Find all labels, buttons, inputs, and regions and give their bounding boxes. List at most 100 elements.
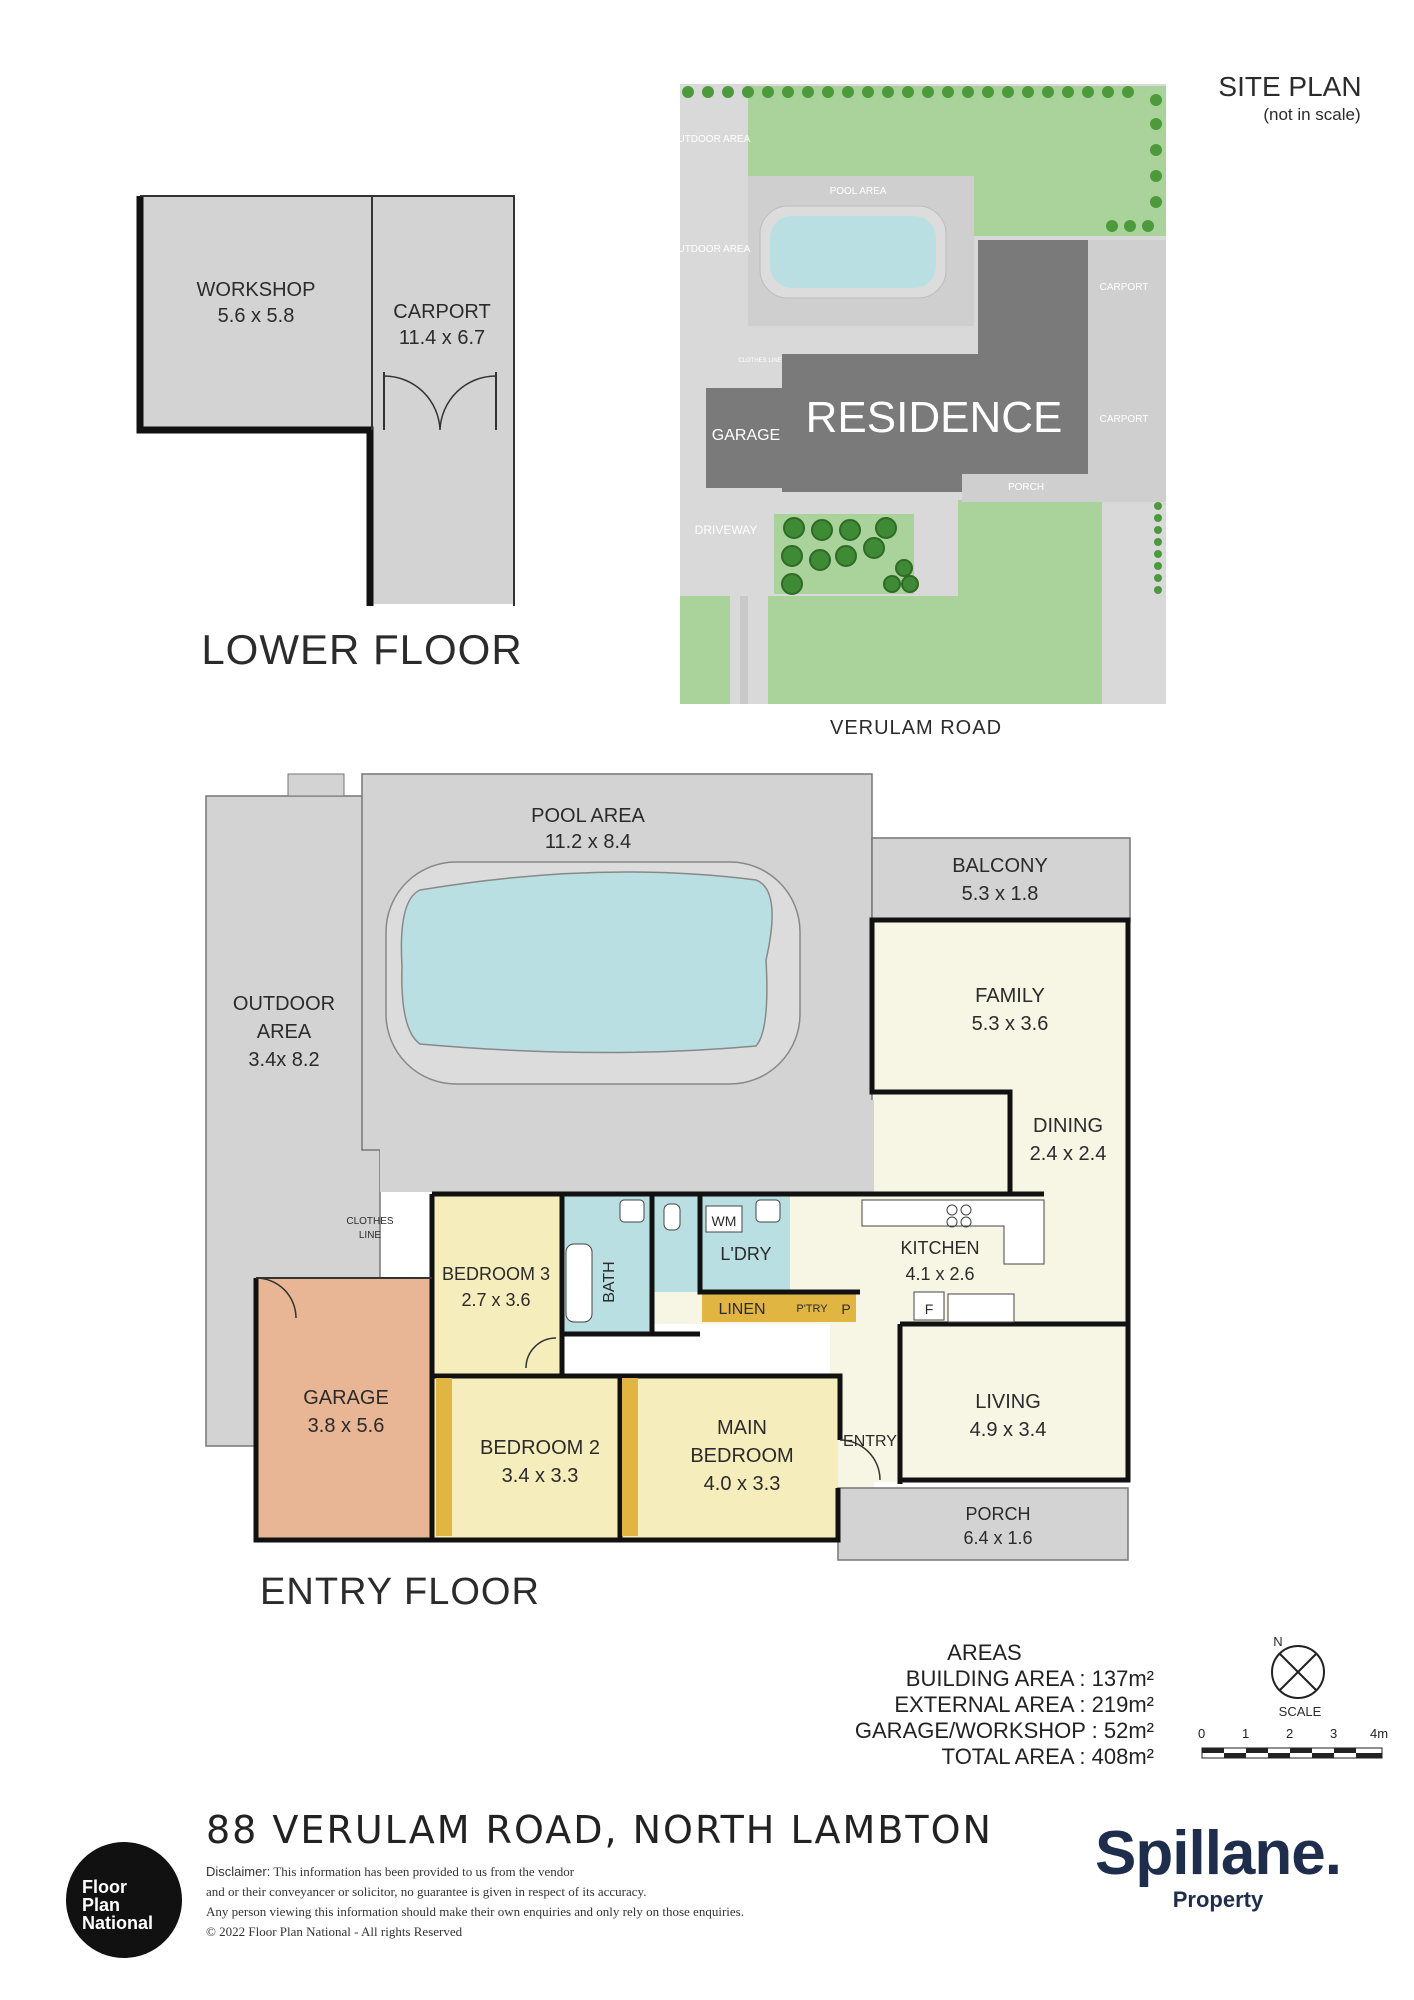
pantry-label: P'TRY xyxy=(796,1303,828,1315)
outdoor-steps xyxy=(287,773,345,797)
main-bedroom-name-1: MAIN xyxy=(717,1417,767,1439)
property-address: 88 VERULAM ROAD, NORTH LAMBTON xyxy=(206,1808,993,1852)
site-porch xyxy=(962,474,1088,502)
bedroom-3-door-swing xyxy=(525,1337,557,1369)
scale-tick-0: 0 xyxy=(1198,1726,1206,1741)
site-carport xyxy=(1088,240,1166,502)
kitchen-name: KITCHEN xyxy=(900,1238,979,1258)
site-lawn-left xyxy=(680,596,730,704)
p-cupboard xyxy=(836,1292,856,1322)
site-label-outdoor-area-2: OUTDOOR AREA xyxy=(670,244,751,255)
linen-label: LINEN xyxy=(718,1301,765,1318)
site-label-carport-1: CARPORT xyxy=(1100,282,1149,293)
bedroom-3-size: 2.7 x 3.6 xyxy=(461,1290,530,1310)
copyright-line: © 2022 Floor Plan National - All rights … xyxy=(206,1924,463,1939)
porch-room xyxy=(837,1487,1129,1561)
site-residence-roof-wing xyxy=(978,240,1090,380)
site-plan: OUTDOOR AREA POOL AREA OUTDOOR AREA CLOT… xyxy=(670,71,1362,739)
p-label: P xyxy=(841,1301,850,1317)
site-garden-bed xyxy=(774,514,919,595)
site-label-outdoor-area-1: OUTDOOR AREA xyxy=(670,134,751,145)
laundry-tub-fixture xyxy=(755,1199,781,1223)
clothes-line-label-2: LINE xyxy=(359,1230,382,1241)
entry-door-swing xyxy=(839,1439,881,1481)
porch-name: PORCH xyxy=(965,1504,1030,1524)
north-arrow-icon xyxy=(1271,1645,1325,1699)
workshop-room xyxy=(138,196,370,428)
outdoor-area-name-2: AREA xyxy=(257,1021,312,1043)
spillane-property-logo: Spillane. Property xyxy=(1068,1818,1368,1913)
kitchen-bench-back xyxy=(861,1199,1045,1265)
site-label-carport-2: CARPORT xyxy=(1100,414,1149,425)
dining-size: 2.4 x 2.4 xyxy=(1030,1143,1107,1165)
scale-tick-4m: 4m xyxy=(1370,1726,1389,1741)
areas-summary: AREAS BUILDING AREA : 137m² EXTERNAL ARE… xyxy=(855,1640,1154,1770)
main-bedroom-size: 4.0 x 3.3 xyxy=(704,1473,781,1495)
entry-label: ENTRY xyxy=(843,1433,897,1450)
site-plan-subtitle: (not in scale) xyxy=(1263,105,1360,124)
garage-size: 3.8 x 5.6 xyxy=(308,1415,385,1437)
bedroom-2-room xyxy=(434,1378,620,1538)
laundry-label: L'DRY xyxy=(720,1244,771,1264)
site-lawn-mid xyxy=(768,596,958,704)
lower-floor-plan: WORKSHOP 5.6 x 5.8 CARPORT 11.4 x 6.7 LO… xyxy=(136,195,522,673)
scale-tick-3: 3 xyxy=(1330,1726,1338,1741)
disclaimer-line-2: and or their conveyancer or solicitor, n… xyxy=(206,1884,647,1899)
disclaimer-line-3: Any person viewing this information shou… xyxy=(206,1904,744,1919)
north-and-scale: N SCALE xyxy=(1201,1634,1383,1759)
total-area: TOTAL AREA : 408m² xyxy=(941,1744,1154,1769)
main-bedroom-name-2: BEDROOM xyxy=(690,1445,793,1467)
site-label-residence: RESIDENCE xyxy=(806,393,1063,442)
logo-line-1: Floor xyxy=(82,1877,127,1897)
family-name: FAMILY xyxy=(975,985,1045,1007)
outdoor-area-size: 3.4x 8.2 xyxy=(248,1049,319,1071)
site-road-label: VERULAM ROAD xyxy=(830,717,1002,739)
disclaimer-label: Disclaimer: xyxy=(206,1864,271,1879)
floor-plan-national-logo: Floor Plan National xyxy=(66,1842,182,1958)
carport-gate-swing xyxy=(383,375,497,431)
balcony-size: 5.3 x 1.8 xyxy=(962,883,1039,905)
logo-line-2: Plan xyxy=(82,1895,121,1915)
bedroom-3-name: BEDROOM 3 xyxy=(442,1264,550,1284)
bath-label: BATH xyxy=(601,1261,618,1302)
entry-floor-title: ENTRY FLOOR xyxy=(260,1571,540,1613)
workshop-size: 5.6 x 5.8 xyxy=(218,305,295,327)
site-hedge-right xyxy=(1154,502,1162,594)
bedroom-2-robe xyxy=(436,1378,452,1536)
living-name: LIVING xyxy=(975,1391,1041,1413)
main-bedroom-robe xyxy=(622,1378,638,1536)
dining-name: DINING xyxy=(1033,1115,1103,1137)
bathtub-fixture xyxy=(565,1243,593,1323)
outdoor-area-name-1: OUTDOOR xyxy=(233,993,335,1015)
living-size: 4.9 x 3.4 xyxy=(970,1419,1047,1441)
lower-floor-outline xyxy=(140,195,515,606)
site-label-porch: PORCH xyxy=(1008,482,1044,493)
scale-tick-2: 2 xyxy=(1286,1726,1294,1741)
garage-walls xyxy=(253,1278,432,1543)
garage-name: GARAGE xyxy=(303,1387,389,1409)
site-hedge-top xyxy=(682,86,1162,232)
bedroom-3-room xyxy=(434,1196,562,1374)
site-lawn-front xyxy=(958,500,1102,704)
pantry-cupboard xyxy=(790,1292,836,1322)
kitchen-size: 4.1 x 2.6 xyxy=(905,1264,974,1284)
lower-floor-walls xyxy=(136,196,374,606)
north-label: N xyxy=(1273,1634,1282,1649)
brand-sub: Property xyxy=(1172,1887,1264,1912)
family-size: 5.3 x 3.6 xyxy=(972,1013,1049,1035)
disclaimer-text: Disclaimer: This information has been pr… xyxy=(206,1862,826,1942)
lower-carport-room xyxy=(370,196,514,604)
washing-machine-label: WM xyxy=(712,1213,737,1229)
clothes-line-label-1: CLOTHES xyxy=(346,1216,394,1227)
areas-title: AREAS xyxy=(947,1640,1022,1665)
site-pool-water xyxy=(770,216,936,288)
entry-floor-walls xyxy=(429,917,1131,1543)
scale-label: SCALE xyxy=(1279,1704,1322,1719)
pool-area-size: 11.2 x 8.4 xyxy=(545,831,631,853)
site-label-pool-area: POOL AREA xyxy=(830,186,887,197)
garage-workshop-area: GARAGE/WORKSHOP : 52m² xyxy=(854,1718,1154,1743)
garage-room xyxy=(256,1278,434,1538)
main-bedroom-room xyxy=(620,1378,838,1538)
fridge-space xyxy=(913,1291,945,1321)
